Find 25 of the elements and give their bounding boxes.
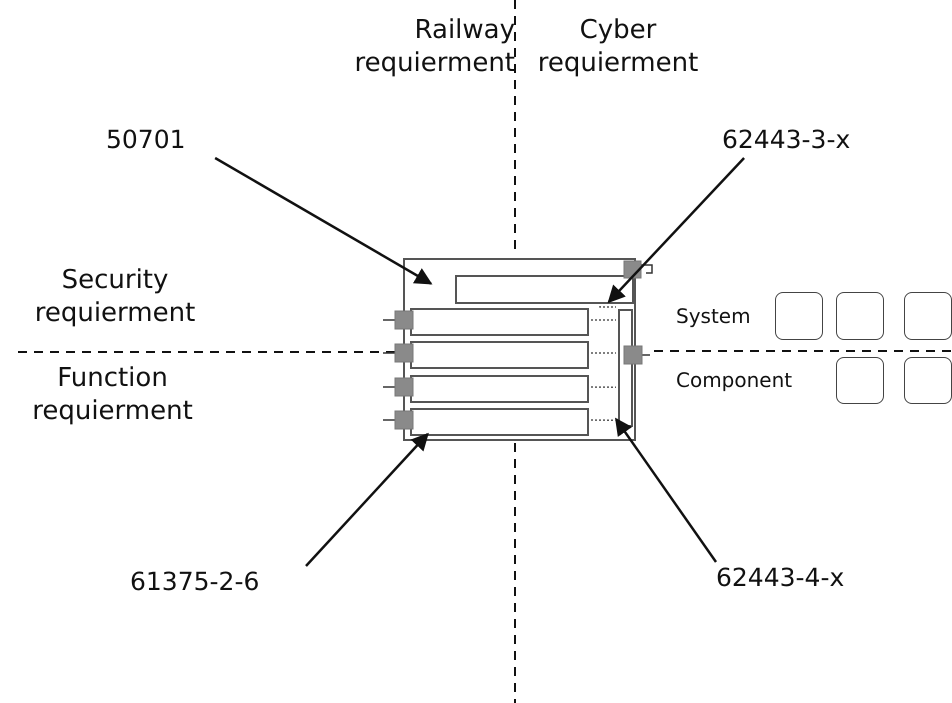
arrow [214, 156, 432, 285]
callout-label: 62443-4-x [716, 562, 886, 596]
row-label: System [676, 304, 752, 329]
module-bar [410, 341, 589, 369]
component-box [904, 357, 952, 404]
component-box [836, 357, 884, 404]
callout-label: 50701 [106, 124, 230, 158]
arrow [608, 157, 745, 304]
arrow [305, 432, 429, 567]
arrow [614, 418, 718, 563]
callout-label: 62443-3-x [722, 124, 906, 158]
system-box [836, 292, 884, 340]
system-box [775, 292, 823, 340]
quadrant-label: Security requierment [34, 264, 196, 329]
module-bar [410, 375, 589, 403]
module-bar [455, 275, 634, 304]
quadrant-label: Cyber requierment [536, 14, 700, 79]
quadrant-label: Function requierment [31, 362, 194, 427]
callout-label: 61375-2-6 [130, 566, 306, 600]
module-bar [410, 308, 589, 336]
quadrant-label: Railway requierment [353, 14, 515, 79]
module-bar [410, 408, 589, 436]
row-label: Component [676, 368, 794, 393]
system-box [904, 292, 952, 340]
component-frame [403, 258, 636, 441]
